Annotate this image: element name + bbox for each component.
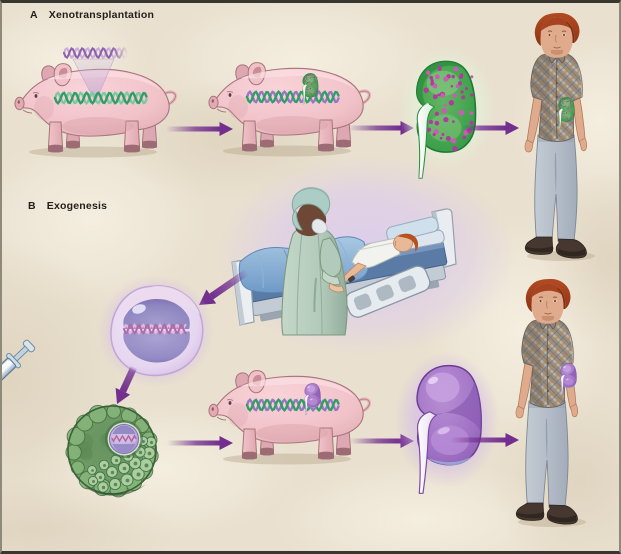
panel-b-label: B Exogenesis	[28, 200, 107, 212]
bed-side-rail	[345, 265, 431, 318]
panel-b-title: Exogenesis	[46, 200, 108, 212]
arrow-b1	[167, 436, 233, 450]
gene-insertion-funnel	[62, 47, 129, 103]
engineered-cell	[98, 275, 214, 387]
panel-b-exogenesis	[2, 156, 587, 528]
surgeon	[281, 187, 348, 336]
arrow-a1	[166, 122, 233, 136]
arrow-a3	[462, 121, 519, 135]
panel-b-letter: B	[28, 200, 36, 212]
panel-a-title: Xenotransplantation	[48, 9, 155, 21]
panel-a-letter: A	[30, 9, 38, 21]
arrow-cell-to-embryo	[115, 365, 138, 404]
syringe	[2, 339, 36, 395]
panel-a-label: A Xenotransplantation	[30, 9, 154, 21]
pig-embryo	[65, 404, 159, 498]
arrow-b3	[450, 433, 519, 447]
surgery-scene	[216, 156, 516, 356]
panel-a-xenotransplantation	[13, 12, 596, 262]
